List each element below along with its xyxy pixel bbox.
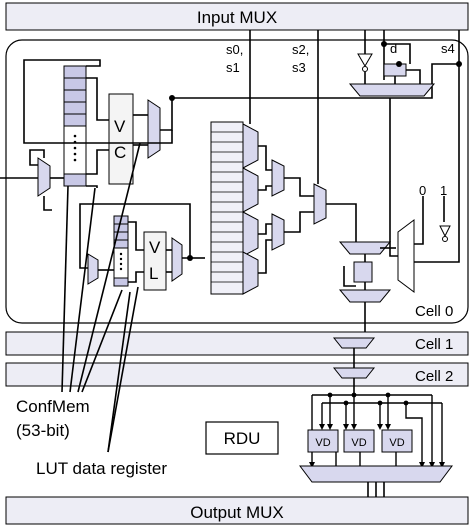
output-wiring — [367, 482, 385, 497]
inverter-right — [439, 225, 451, 238]
cell-2-label: Cell 2 — [415, 368, 453, 385]
cell-1-label: Cell 1 — [415, 336, 453, 353]
cell-1-mux — [332, 337, 376, 349]
cell-0-box — [5, 39, 469, 324]
vc-letter-v: V — [114, 117, 126, 136]
lut-output-mux — [313, 183, 327, 225]
vd-block-3 — [381, 429, 413, 453]
const-label-zero: 0 — [419, 183, 426, 198]
output-mux-bar — [5, 496, 469, 525]
vc-junction-dot — [169, 95, 175, 101]
rdu-label: RDU — [224, 429, 261, 448]
vc-mux — [147, 99, 161, 159]
vc-letter-c: C — [114, 143, 126, 162]
lut-tree-wiring — [258, 145, 357, 274]
vd-output-mux — [299, 465, 453, 483]
vd-block-1 — [307, 429, 339, 453]
vl-wiring — [79, 203, 205, 283]
rdu-block — [205, 421, 279, 455]
lut-input-mux — [87, 253, 99, 285]
vl-mux — [171, 237, 183, 282]
confmem-callout-line2: (53-bit) — [16, 421, 70, 440]
input-mux-label: Input MUX — [197, 8, 277, 27]
top-right-wiring — [364, 30, 459, 84]
const-label-one: 1 — [440, 183, 447, 198]
lut-register-callout: LUT data register — [36, 459, 167, 478]
d-dot — [381, 41, 387, 47]
s4-dot — [456, 61, 462, 67]
mux-dot — [396, 61, 402, 67]
confmem-callout-line1: ConfMem — [16, 397, 90, 416]
vl-block — [143, 231, 167, 291]
vc-block — [108, 93, 134, 185]
cell-0-label: Cell 0 — [415, 303, 453, 320]
lut-second-stage-muxes — [271, 159, 285, 251]
flip-flop — [353, 261, 373, 283]
vl-letter-v: V — [149, 238, 161, 257]
cell-2-mux — [332, 367, 376, 379]
lut-input-column — [210, 121, 244, 295]
vd-block-2-label: VD — [351, 437, 366, 449]
ff-input-mux — [338, 241, 392, 255]
ff-wiring — [343, 247, 396, 332]
ff-output-mux — [338, 289, 392, 303]
top-right-inverter — [357, 53, 373, 67]
select-lines — [249, 30, 460, 184]
vd-arrowheads — [309, 424, 445, 468]
vl-junction-dot — [187, 255, 193, 261]
lut-input-column-lines — [211, 131, 243, 283]
callout-lines — [61, 142, 141, 453]
select-label-s2: s2, — [292, 42, 309, 57]
select-label-s3: s3 — [292, 60, 306, 75]
d-select-box — [383, 63, 407, 77]
top-right-inverter-bubble — [362, 66, 368, 72]
confmem-register — [63, 65, 87, 187]
vd-block-2 — [343, 429, 375, 453]
vd-junction-dots — [327, 392, 409, 406]
select-label-d: d — [390, 41, 397, 56]
vd-block-3-label: VD — [389, 437, 404, 449]
lut-first-stage-muxes — [242, 123, 259, 295]
output-mux-label: Output MUX — [190, 503, 284, 522]
lut-register — [113, 215, 129, 287]
select-label-s1: s1 — [226, 60, 240, 75]
right-wiring — [389, 96, 460, 263]
select-label-s4: s4 — [441, 41, 455, 56]
output-select-mux — [397, 219, 415, 293]
inverter-right-bubble — [442, 236, 448, 242]
confmem-input-mux — [37, 157, 51, 197]
cell-2-bar — [5, 362, 469, 387]
select-label-s0: s0, — [226, 42, 243, 57]
input-mux-bar — [5, 2, 469, 31]
vd-block-1-label: VD — [315, 437, 330, 449]
vl-letter-l: L — [149, 264, 158, 283]
top-right-mux — [348, 83, 436, 97]
